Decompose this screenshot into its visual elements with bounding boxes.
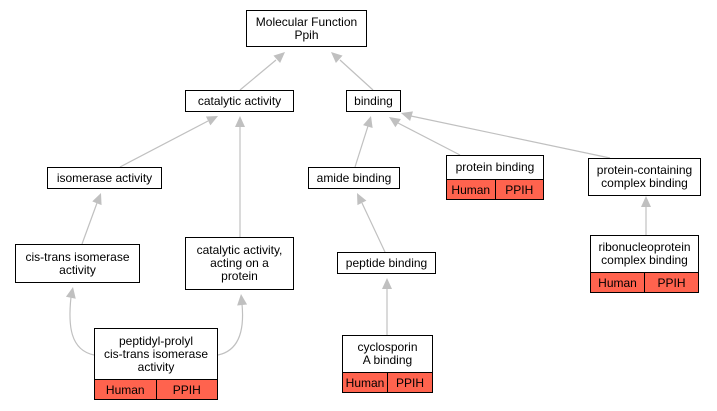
tag-species: Human	[447, 180, 495, 199]
node-peptidyl-prolyl-cis-trans-isomerase-activity[interactable]: peptidyl-prolyl cis-trans isomerase acti…	[94, 328, 218, 400]
tag-gene: PPIH	[387, 373, 432, 392]
node-label: binding	[354, 93, 393, 108]
node-label: amide binding	[316, 170, 392, 185]
node-catalytic-activity[interactable]: catalytic activity	[185, 90, 294, 112]
tag-species: Human	[343, 373, 387, 392]
annotation-tags: Human PPIH	[95, 379, 217, 399]
tag-species: Human	[591, 273, 644, 292]
arrowhead	[205, 116, 218, 126]
edge-ppiase-to-cis_trans	[65, 287, 95, 356]
edge-ppiase-to-cat_protein	[217, 294, 248, 356]
node-protein-binding[interactable]: protein binding Human PPIH	[446, 155, 544, 200]
tag-gene: PPIH	[155, 380, 217, 399]
arrowhead	[273, 52, 285, 64]
edge-peptide-to-amide	[357, 193, 386, 253]
node-label: ribonucleoprotein complex binding	[598, 240, 691, 267]
node-peptide-binding[interactable]: peptide binding	[337, 252, 436, 274]
arrowhead	[237, 294, 248, 306]
node-label: catalytic activity, acting on a protein	[196, 243, 283, 283]
arrowhead	[65, 287, 76, 299]
node-cyclosporin-a-binding[interactable]: cyclosporin A binding Human PPIH	[342, 335, 433, 393]
arrowhead	[401, 111, 413, 121]
node-label: Molecular Function Ppih	[255, 14, 358, 42]
node-amide-binding[interactable]: amide binding	[308, 167, 400, 189]
node-cis-trans-isomerase-activity[interactable]: cis-trans isomerase activity	[15, 244, 140, 283]
node-molecular-function-root[interactable]: Molecular Function Ppih	[246, 10, 367, 47]
annotation-tags: Human PPIH	[343, 372, 432, 392]
arrowhead	[389, 117, 401, 128]
node-catalytic-activity-acting-on-protein[interactable]: catalytic activity, acting on a protein	[185, 237, 294, 290]
node-binding[interactable]: binding	[346, 90, 401, 112]
tag-species: Human	[95, 380, 156, 399]
edge-catalytic-to-mf_root	[239, 52, 285, 91]
annotation-tags: Human PPIH	[447, 179, 543, 199]
node-label: catalytic activity	[197, 93, 282, 108]
node-label: peptidyl-prolyl cis-trans isomerase acti…	[103, 333, 209, 374]
annotation-tags: Human PPIH	[591, 272, 698, 292]
node-label: cis-trans isomerase activity	[25, 249, 130, 277]
edge-cis_trans-to-isomerase	[81, 193, 102, 245]
edge-amide-to-binding	[354, 116, 373, 168]
node-label: cyclosporin A binding	[357, 340, 418, 367]
tag-gene: PPIH	[494, 180, 543, 199]
node-isomerase-activity[interactable]: isomerase activity	[47, 167, 162, 189]
node-label: peptide binding	[345, 255, 428, 270]
tag-gene: PPIH	[644, 273, 698, 292]
edge-protein_binding-to-binding	[389, 117, 461, 156]
arrowhead	[641, 196, 651, 207]
edge-cat_protein-to-catalytic	[235, 116, 245, 237]
edge-ribonucleo-to-protein_complex	[641, 196, 651, 235]
arrowhead	[357, 193, 367, 206]
node-ribonucleoprotein-complex-binding[interactable]: ribonucleoprotein complex binding Human …	[590, 235, 699, 293]
arrowhead	[363, 116, 373, 128]
edge-binding-to-mf_root	[331, 52, 374, 91]
arrowhead	[92, 193, 102, 206]
edge-isomerase-to-catalytic	[119, 116, 218, 168]
arrowhead	[235, 116, 245, 127]
arrowhead	[331, 52, 343, 64]
node-label: isomerase activity	[56, 170, 153, 185]
node-protein-containing-complex-binding[interactable]: protein-containing complex binding	[588, 158, 701, 196]
node-label: protein-containing complex binding	[596, 163, 693, 190]
node-label: protein binding	[455, 160, 535, 174]
edge-protein_complex-to-binding	[401, 111, 611, 159]
arrowhead	[382, 278, 392, 289]
edge-cyclosporin-to-peptide	[382, 278, 392, 335]
